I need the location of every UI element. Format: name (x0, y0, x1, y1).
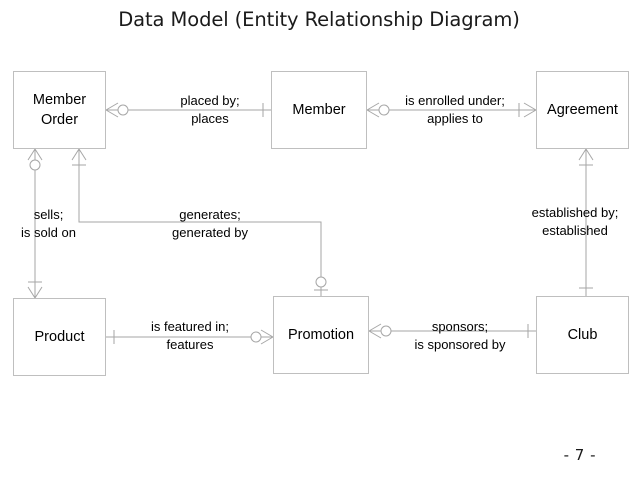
relationship-reverse-established: established (542, 222, 608, 238)
relationship-reverse-is-sponsored-by: is sponsored by (414, 336, 506, 352)
entity-club-label: Club (567, 327, 598, 343)
connector-member-agreement (366, 102, 537, 118)
relationship-reverse-generated-by: generated by (172, 224, 248, 240)
entity-member-order-line1: Member (32, 92, 87, 108)
relationship-forward-is-featured-in: is featured in; (150, 319, 230, 334)
relationship-reverse-features: features (166, 336, 214, 352)
entity-promotion-label: Promotion (287, 327, 355, 343)
entity-product[interactable]: Product (13, 298, 106, 376)
connector-agreement-club (578, 148, 594, 296)
relationship-reverse-is-sold-on: is sold on (21, 224, 76, 240)
connector-member-order-promotion (71, 148, 328, 296)
connector-member-order-product (27, 148, 43, 299)
relationship-label-sells: sells; is sold on (0, 206, 101, 241)
relationship-label-sponsors: sponsors; is sponsored by (398, 318, 522, 353)
relationship-forward-placed-by: placed by; (180, 93, 240, 108)
relationship-label-placed-by: placed by; places (152, 92, 268, 127)
entity-member-order-line2: Order (40, 112, 79, 128)
connector-product-promotion (106, 329, 274, 345)
page-number: - 7 - (563, 446, 596, 464)
relationship-forward-sponsors: sponsors; (431, 319, 489, 334)
entity-member-label: Member (292, 102, 346, 118)
relationship-forward-is-enrolled-under: is enrolled under; (405, 93, 505, 108)
connector-member-order-member (105, 102, 271, 118)
relationship-reverse-applies-to: applies to (427, 110, 483, 126)
page-title: Data Model (Entity Relationship Diagram) (118, 8, 520, 31)
entity-agreement-label: Agreement (547, 102, 618, 118)
connector-promotion-club (368, 323, 536, 339)
entity-member-order[interactable]: Member Order (13, 71, 106, 149)
entity-product-label: Product (34, 329, 85, 345)
relationship-label-generates: generates; generated by (132, 206, 288, 241)
relationship-reverse-places: places (191, 110, 229, 126)
entity-promotion[interactable]: Promotion (273, 296, 369, 374)
relationship-forward-sells: sells; (33, 207, 64, 222)
relationship-label-established-by: established by; established (516, 204, 634, 239)
entity-agreement[interactable]: Agreement (536, 71, 629, 149)
relationship-forward-generates: generates; (179, 207, 241, 222)
relationship-label-is-enrolled-under: is enrolled under; applies to (390, 92, 520, 127)
entity-club[interactable]: Club (536, 296, 629, 374)
entity-member[interactable]: Member (271, 71, 367, 149)
relationship-label-is-featured-in: is featured in; features (130, 318, 250, 353)
relationship-forward-established-by: established by; (531, 205, 619, 220)
